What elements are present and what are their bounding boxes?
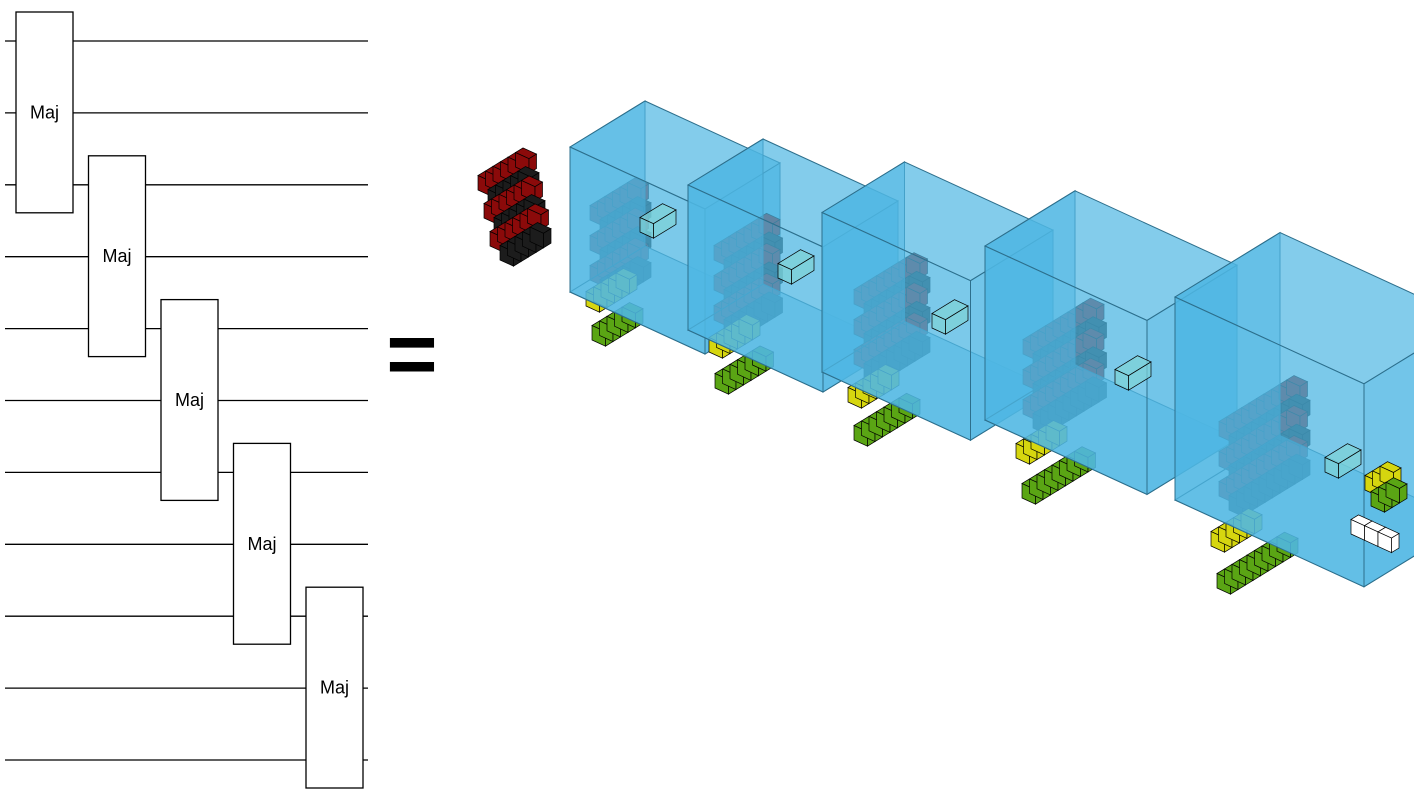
equals-sign: = <box>386 304 437 403</box>
maj-gate-label: Maj <box>320 678 349 698</box>
maj-gate-label: Maj <box>30 102 59 122</box>
majority-gate-circuit: MajMajMajMajMaj <box>5 12 368 788</box>
lattice-surgery-3d-diagram <box>478 101 1414 594</box>
maj-gate-label: Maj <box>175 390 204 410</box>
maj-gate-label: Maj <box>102 246 131 266</box>
maj-gate-label: Maj <box>247 534 276 554</box>
